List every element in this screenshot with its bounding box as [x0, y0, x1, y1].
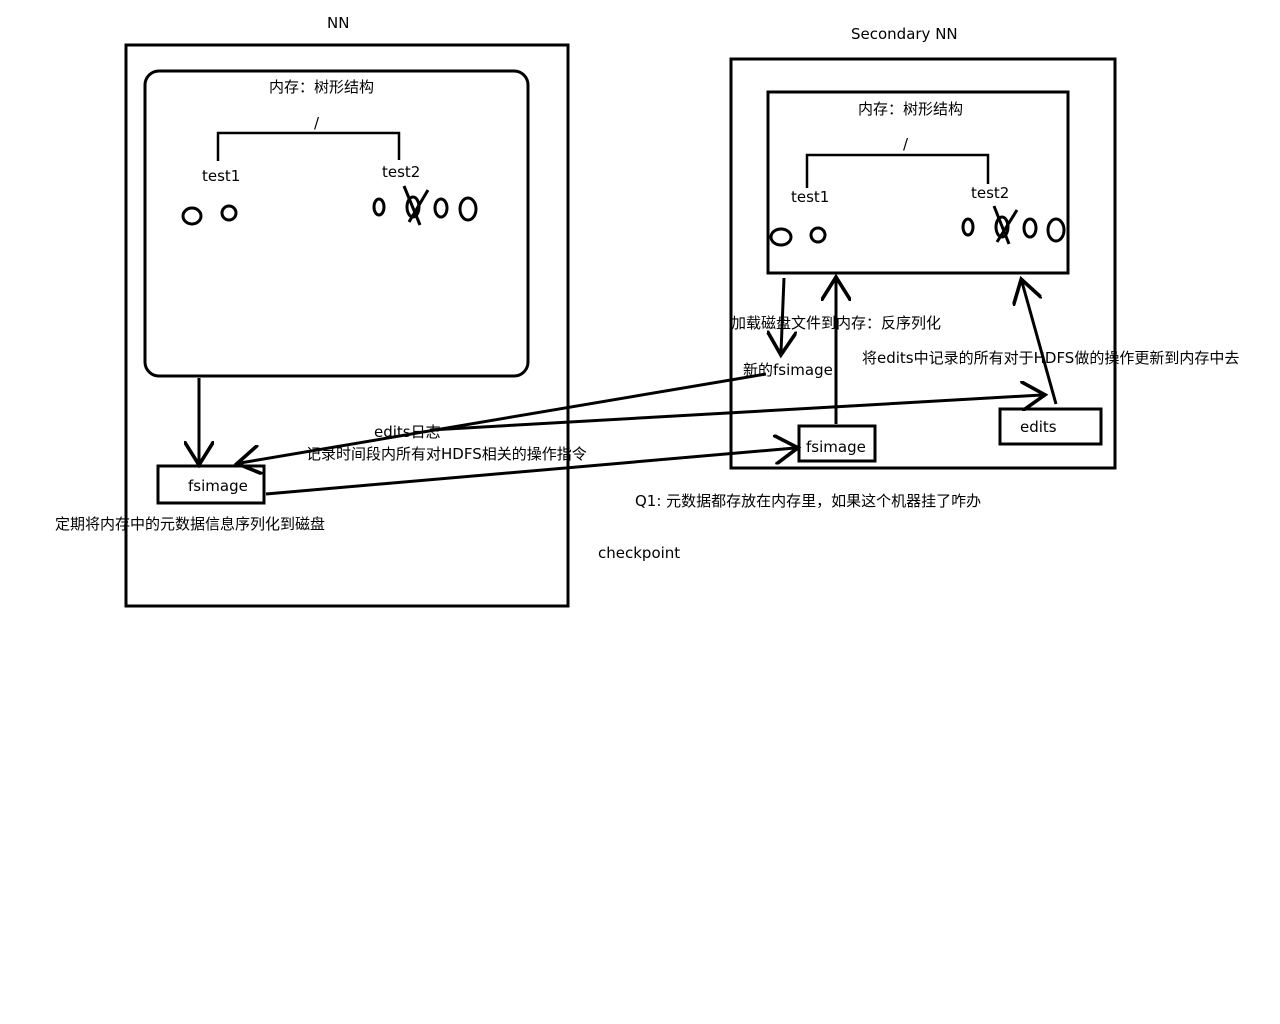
nn-node-test2: test2: [382, 163, 421, 181]
nn-block-circle: [372, 197, 386, 217]
snn-outer-box: [729, 57, 1117, 470]
snn-fsimage-label: fsimage: [806, 438, 866, 456]
checkpoint-label: checkpoint: [598, 544, 681, 562]
snn-edits-label: edits: [1020, 418, 1057, 436]
nn-tree-lines: [216, 131, 401, 161]
nn-memory-label: 内存：树形结构: [269, 78, 375, 96]
nn-fsimage-label: fsimage: [188, 477, 248, 495]
arrow-new-fsimage-to-nn: [240, 372, 767, 463]
nn-block-circle: [181, 206, 203, 226]
nn-block-circle: [458, 196, 478, 222]
snn-block-circle: [961, 217, 975, 237]
nn-block-circle: [433, 197, 449, 219]
snn-memory-box: [766, 90, 1070, 275]
arrow-edits-to-memory: [1022, 282, 1058, 405]
snn-node-test2: test2: [971, 184, 1010, 202]
nn-title: NN: [327, 14, 350, 32]
arrow-edits-log-to-snn: [429, 395, 1042, 432]
snn-tree-root: /: [903, 135, 909, 153]
snn-cross-mark: [992, 205, 1019, 245]
edits-log-title: edits日志: [374, 423, 441, 441]
snn-apply-note: 将edits中记录的所有对于HDFS做的操作更新到内存中去: [862, 349, 1240, 367]
snn-block-circle: [1046, 217, 1066, 243]
snn-memory-label: 内存：树形结构: [858, 100, 964, 118]
arrow-nn-fsimage-to-snn: [265, 448, 795, 496]
snn-tree-lines: [805, 153, 990, 188]
nn-cross-mark: [402, 185, 430, 226]
snn-title: Secondary NN: [851, 25, 958, 43]
arrow-to-new-fsimage: [781, 277, 784, 352]
nn-block-circle: [220, 204, 238, 222]
snn-node-test1: test1: [791, 188, 830, 206]
nn-memory-box: [143, 69, 530, 378]
edits-log-desc: 记录时间段内所有对HDFS相关的操作指令: [306, 445, 587, 463]
snn-block-circle: [769, 227, 793, 247]
snn-load-note: 加载磁盘文件到内存：反序列化: [731, 314, 942, 332]
snn-block-circle: [809, 226, 827, 244]
question-note: Q1: 元数据都存放在内存里，如果这个机器挂了咋办: [635, 492, 982, 510]
nn-node-test1: test1: [202, 167, 241, 185]
snn-new-fsimage: 新的fsimage: [743, 361, 833, 379]
snn-block-circle: [1022, 217, 1038, 239]
snn-edits-box: [998, 407, 1103, 446]
nn-outer-box: [124, 43, 570, 608]
nn-tree-root: /: [314, 114, 320, 132]
nn-serialize-note: 定期将内存中的元数据信息序列化到磁盘: [55, 515, 326, 533]
